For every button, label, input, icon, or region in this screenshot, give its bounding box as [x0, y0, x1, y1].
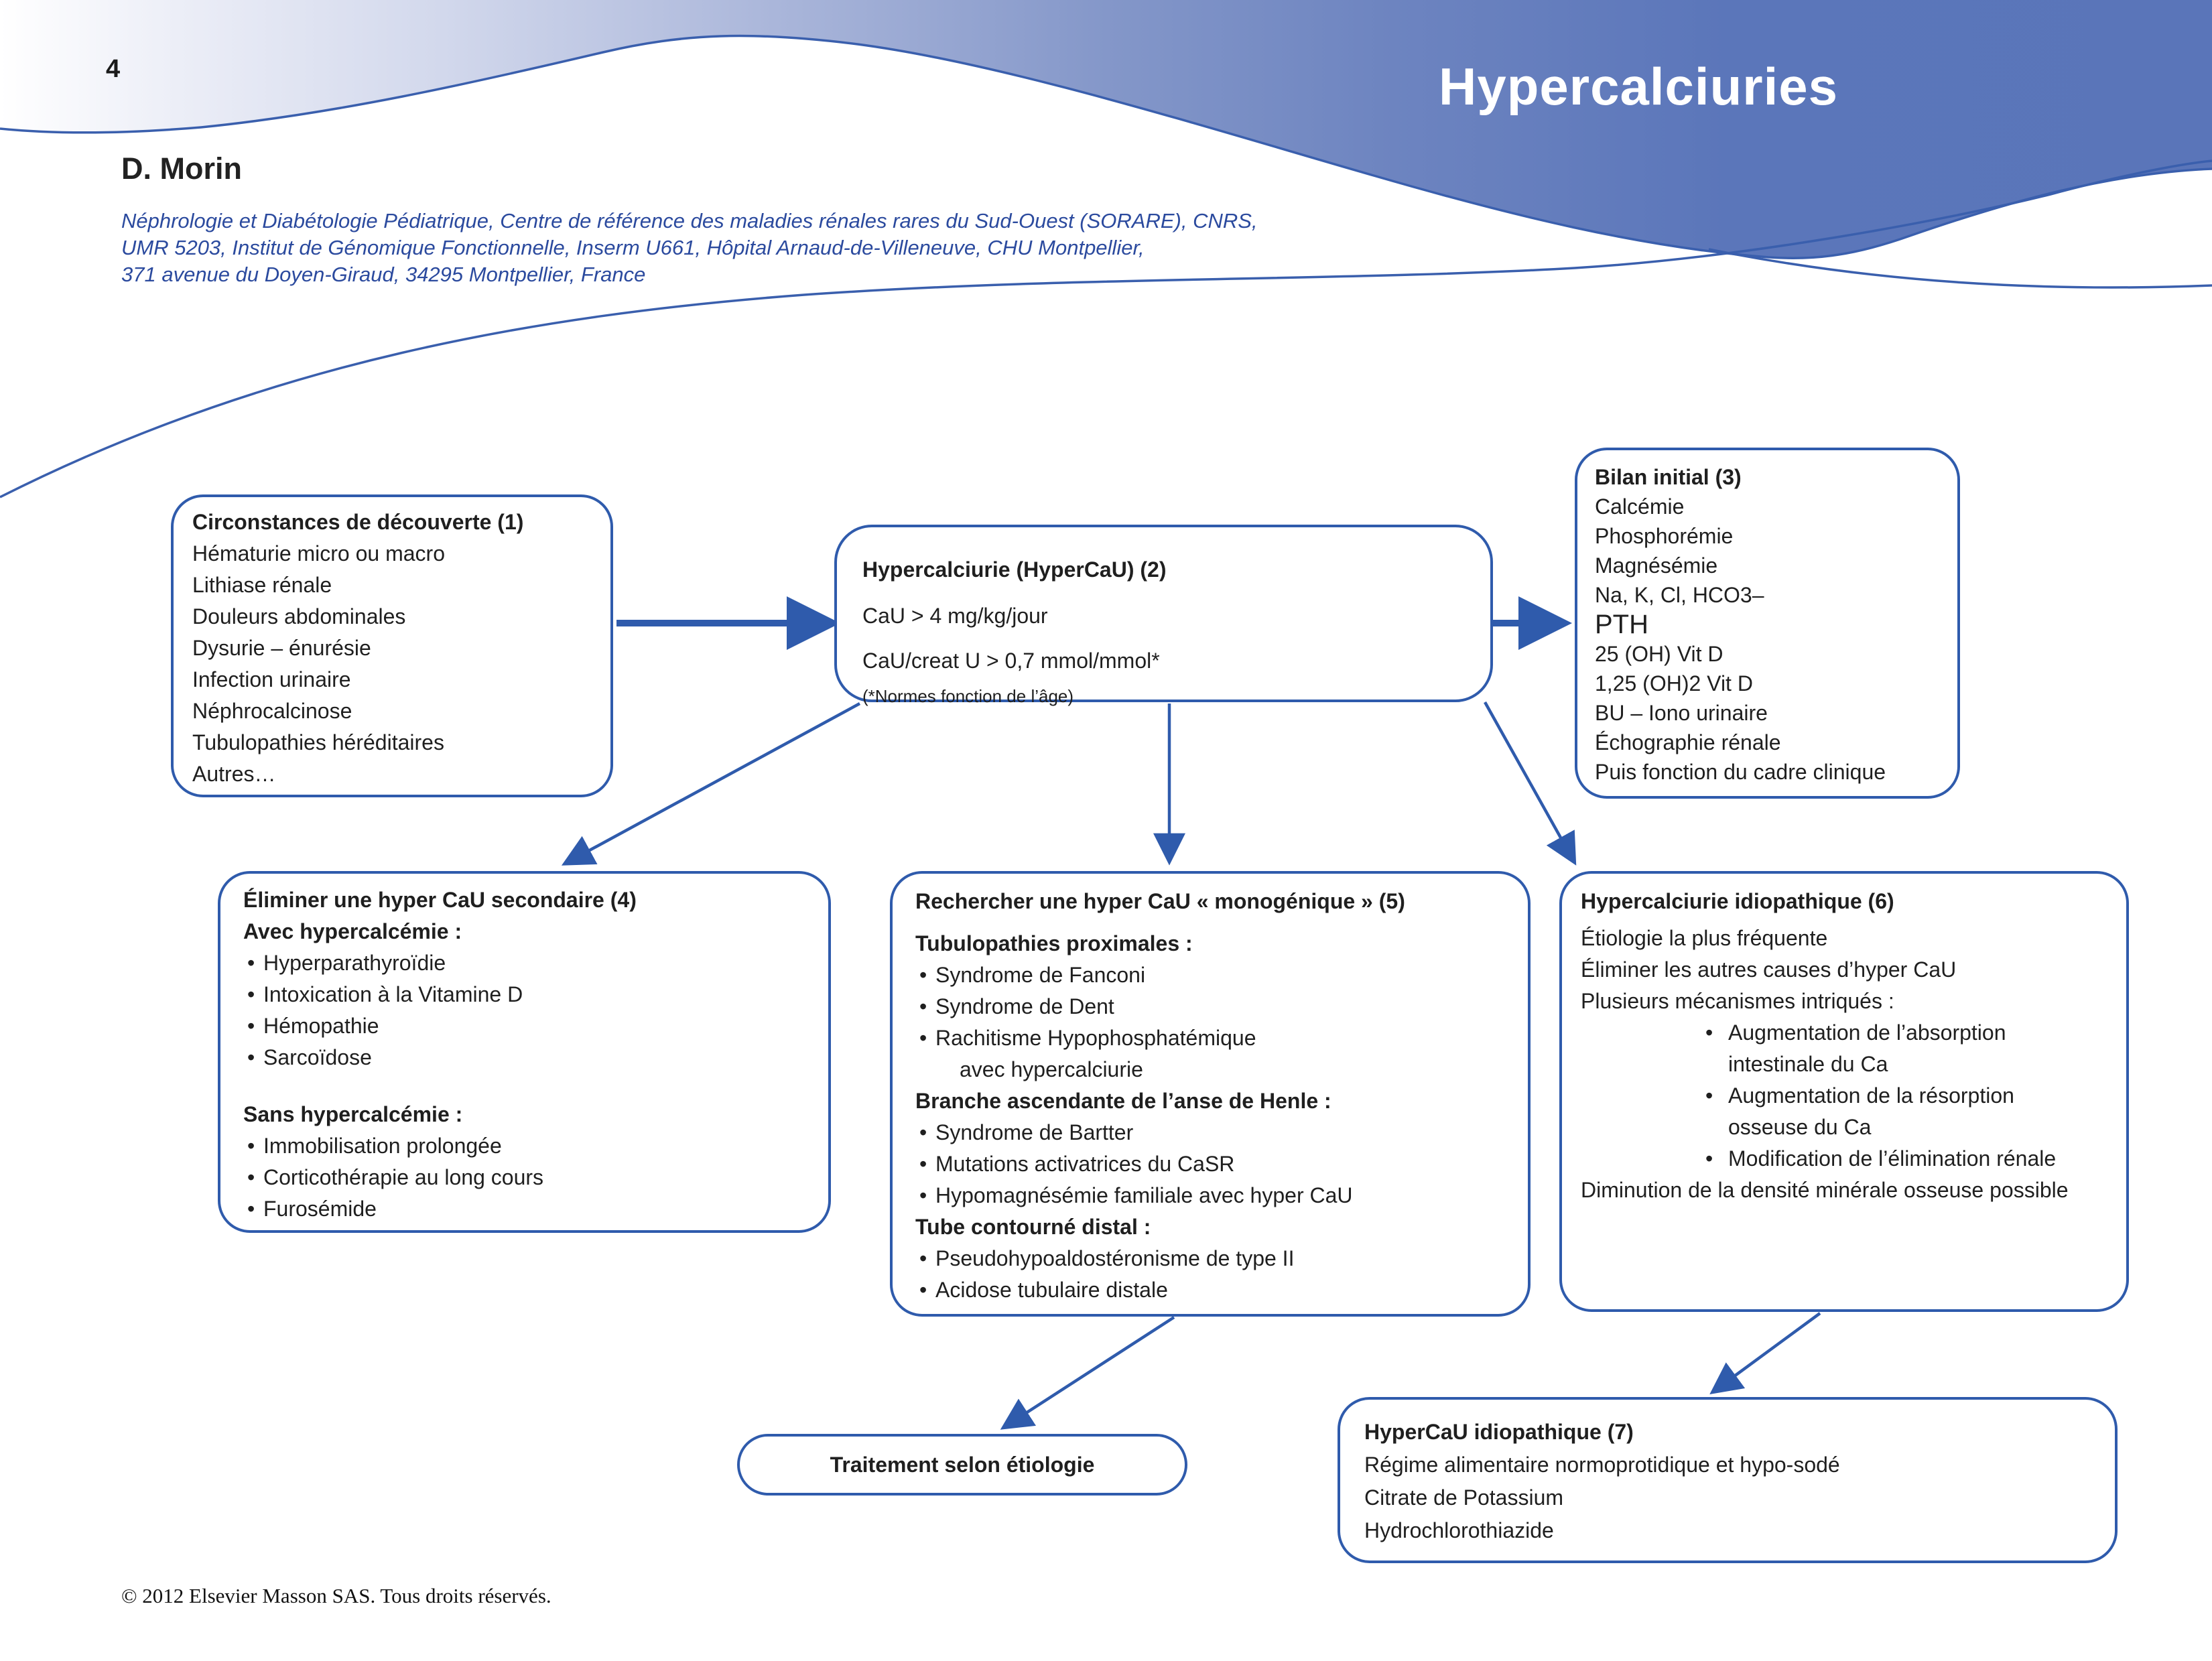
- box-line: 25 (OH) Vit D: [1595, 642, 1723, 666]
- box-footnote: (*Normes fonction de l’âge): [862, 686, 1074, 706]
- spacer: [1581, 917, 2107, 923]
- bullet-item: Immobilisation prolongée: [243, 1130, 805, 1162]
- box-line: Puis fonction du cadre clinique: [1595, 760, 1886, 784]
- bullet-continuation: osseuse du Ca: [1728, 1115, 1872, 1139]
- box-line: Dysurie – énurésie: [192, 636, 371, 660]
- bullet-item: Hypomagnésémie familiale avec hyper CaU: [915, 1180, 1505, 1211]
- box-circumstances: Circonstances de découverte (1) Hématuri…: [171, 494, 613, 797]
- bullet-item: Furosémide: [243, 1193, 805, 1225]
- bullet-item: Augmentation de l’absorption: [1581, 1017, 2107, 1049]
- box-section-heading: Branche ascendante de l’anse de Henle :: [915, 1089, 1331, 1113]
- author-name: D. Morin: [121, 151, 242, 186]
- page-title: Hypercalciuries: [1438, 57, 1839, 116]
- box-line: Douleurs abdominales: [192, 604, 406, 628]
- box-title: Bilan initial (3): [1595, 465, 1742, 489]
- bullet-item: Intoxication à la Vitamine D: [243, 979, 805, 1010]
- bullet-item: Hémopathie: [243, 1010, 805, 1042]
- author-affiliation: Néphrologie et Diabétologie Pédiatrique,…: [121, 208, 1258, 288]
- box-idiopathic-hypercalciuria: Hypercalciurie idiopathique (6) Étiologi…: [1559, 871, 2129, 1312]
- band-outline-curve: [0, 34, 2212, 260]
- bullet-item: Syndrome de Fanconi: [915, 959, 1505, 991]
- page-number: 4: [106, 55, 121, 83]
- bullet-item: Syndrome de Bartter: [915, 1117, 1505, 1148]
- box-line: CaU > 4 mg/kg/jour: [862, 604, 1048, 628]
- box-section-heading: Sans hypercalcémie :: [243, 1102, 463, 1126]
- box-line: Lithiase rénale: [192, 573, 332, 597]
- box-title: Traitement selon étiologie: [830, 1452, 1095, 1477]
- bullet-continuation: intestinale du Ca: [1728, 1052, 1888, 1076]
- box-line: Régime alimentaire normoprotidique et hy…: [1364, 1453, 1840, 1477]
- copyright-notice: © 2012 Elsevier Masson SAS. Tous droits …: [121, 1584, 551, 1607]
- bullet-item: Mutations activatrices du CaSR: [915, 1148, 1505, 1180]
- affiliation-line: UMR 5203, Institut de Génomique Fonction…: [121, 236, 1145, 259]
- box-line: Na, K, Cl, HCO3–: [1595, 583, 1764, 607]
- box-title: Rechercher une hyper CaU « monogénique »…: [915, 889, 1405, 913]
- box-treatment-by-etiology: Traitement selon étiologie: [737, 1434, 1187, 1496]
- swoosh-curve-lower: [0, 159, 2212, 499]
- box-line: Autres…: [192, 762, 276, 786]
- box-line: Phosphorémie: [1595, 524, 1734, 548]
- bullet-item: Syndrome de Dent: [915, 991, 1505, 1022]
- box-title: Circonstances de découverte (1): [192, 510, 524, 534]
- box-section-heading: Tube contourné distal :: [915, 1215, 1151, 1239]
- box-line: Infection urinaire: [192, 667, 351, 691]
- box-line: Tubulopathies héréditaires: [192, 730, 444, 754]
- box-hypercalciuria-definition: Hypercalciurie (HyperCaU) (2) CaU > 4 mg…: [834, 525, 1493, 706]
- bullet-item: Augmentation de la résorption: [1581, 1080, 2107, 1112]
- box-section-heading: Avec hypercalcémie :: [243, 919, 462, 943]
- affiliation-line: Néphrologie et Diabétologie Pédiatrique,…: [121, 209, 1258, 232]
- box-title: Éliminer une hyper CaU secondaire (4): [243, 888, 637, 912]
- arrow-box2-to-box6: [1484, 701, 1577, 866]
- box-idiopathic-treatment: HyperCaU idiopathique (7) Régime aliment…: [1338, 1397, 2118, 1563]
- box-title: Hypercalciurie idiopathique (6): [1581, 889, 1894, 913]
- box-line: PTH: [1595, 610, 1648, 639]
- arrow-box5-to-treatment: [1000, 1316, 1175, 1430]
- arrow-box6-to-box7: [1709, 1312, 1821, 1394]
- box-line: Magnésémie: [1595, 553, 1718, 578]
- box-line: Néphrocalcinose: [192, 699, 352, 723]
- header-wave-decoration: [0, 0, 2212, 499]
- bullet-item: Hyperparathyroïdie: [243, 947, 805, 979]
- box-line: Éliminer les autres causes d’hyper CaU: [1581, 957, 1957, 982]
- box-secondary-hypercalciuria: Éliminer une hyper CaU secondaire (4) Av…: [218, 871, 831, 1233]
- box-section-heading: Tubulopathies proximales :: [915, 931, 1193, 955]
- box-initial-workup: Bilan initial (3) Calcémie Phosphorémie …: [1575, 448, 1960, 799]
- spacer: [915, 917, 1505, 928]
- box-line: CaU/creat U > 0,7 mmol/mmol*: [862, 649, 1160, 673]
- header-band-shape: [0, 0, 2212, 259]
- box-monogenic-hypercalciuria: Rechercher une hyper CaU « monogénique »…: [890, 871, 1531, 1317]
- box-line: Diminution de la densité minérale osseus…: [1581, 1178, 2069, 1202]
- bullet-item: Rachitisme Hypophosphatémique: [915, 1022, 1505, 1054]
- swoosh-curve-right: [1708, 248, 2212, 289]
- box-line: Citrate de Potassium: [1364, 1485, 1564, 1510]
- arrow-box2-to-box4: [561, 702, 861, 866]
- box-line: Échographie rénale: [1595, 730, 1781, 754]
- box-line: Plusieurs mécanismes intriqués :: [1581, 989, 1894, 1013]
- box-line: Étiologie la plus fréquente: [1581, 926, 1828, 950]
- spacer: [243, 1073, 805, 1099]
- bullet-item: Modification de l’élimination rénale: [1581, 1143, 2107, 1175]
- box-line: Hématurie micro ou macro: [192, 541, 445, 566]
- box-line: Hydrochlorothiazide: [1364, 1518, 1554, 1542]
- bullet-item: Sarcoïdose: [243, 1042, 805, 1073]
- bullet-item: Corticothérapie au long cours: [243, 1162, 805, 1193]
- box-title: HyperCaU idiopathique (7): [1364, 1420, 1634, 1444]
- bullet-item: Acidose tubulaire distale: [915, 1274, 1505, 1306]
- box-line: 1,25 (OH)2 Vit D: [1595, 671, 1753, 695]
- box-line: BU – Iono urinaire: [1595, 701, 1768, 725]
- bullet-continuation: avec hypercalciurie: [960, 1057, 1143, 1081]
- affiliation-line: 371 avenue du Doyen-Giraud, 34295 Montpe…: [121, 263, 646, 286]
- box-line: Calcémie: [1595, 494, 1685, 519]
- bullet-item: Pseudohypoaldostéronisme de type II: [915, 1243, 1505, 1274]
- box-title: Hypercalciurie (HyperCaU) (2): [862, 557, 1167, 582]
